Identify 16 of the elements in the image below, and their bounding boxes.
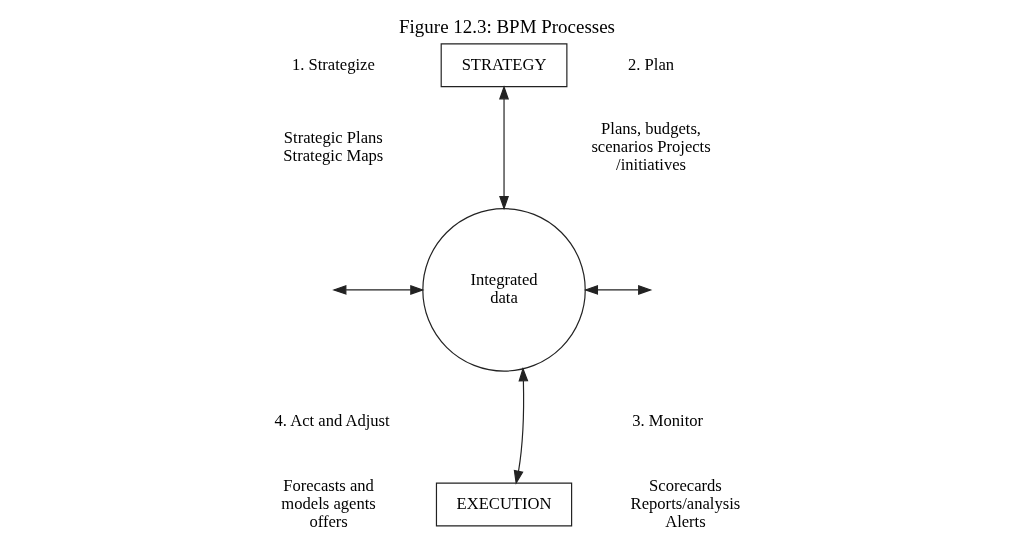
arrow [331,284,424,295]
label: Scorecards Reports/analysis Alerts [630,476,740,531]
node-box: EXECUTION [435,482,572,527]
node-box: STRATEGY [440,43,567,88]
label: Forecasts and models agents offers [280,476,376,531]
label: 4. Act and Adjust [274,411,390,431]
diagram-title: Figure 12.3: BPM Processes [398,16,615,38]
arrow [583,284,652,295]
arrow [513,367,528,485]
label: 2. Plan [627,54,674,74]
label: Plans, budgets, scenarios Projects/initiatives [590,119,711,174]
label: 3. Monitor [631,411,703,431]
label: 1. Strategize [291,54,375,74]
node-circle: Integrated data [421,208,586,372]
arrow [498,85,509,211]
label: Strategic Plans Strategic Maps [282,128,383,165]
